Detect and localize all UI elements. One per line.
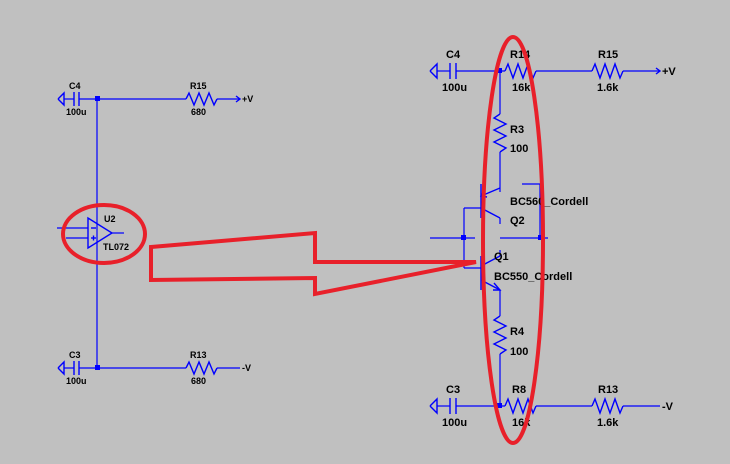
- left-c3-capacitor[interactable]: [57, 360, 80, 376]
- right-top-junction: [497, 68, 502, 73]
- opamp-highlight-ellipse: [61, 203, 147, 265]
- left-u2-label: U2: [104, 214, 116, 224]
- right-c3-label: C3: [446, 384, 460, 396]
- right-circuit: C4 100u R14 16k R15 1.6k +V R3 100 BC560…: [429, 49, 676, 429]
- left-r13-value: 680: [191, 376, 206, 386]
- discrete-stage-highlight-ellipse: [481, 35, 545, 445]
- left-bottom-junction: [95, 365, 100, 370]
- right-c4-capacitor[interactable]: [429, 62, 457, 80]
- right-q1-model: BC550_Cordell: [494, 271, 572, 283]
- right-q2-model: BC560_Cordell: [510, 196, 588, 208]
- right-c3-value: 100u: [442, 417, 467, 429]
- right-c4-value: 100u: [442, 82, 467, 94]
- left-c3-value: 100u: [66, 376, 87, 386]
- right-q2-label: Q2: [510, 215, 525, 227]
- left-r15-label: R15: [190, 81, 207, 91]
- left-c4-capacitor[interactable]: [57, 91, 80, 107]
- left-vplus-label: +V: [242, 94, 253, 104]
- right-vplus-arrow-icon: [655, 67, 662, 75]
- right-r3-value: 100: [510, 143, 528, 155]
- left-c3-label: C3: [69, 350, 81, 360]
- left-r13-label: R13: [190, 350, 207, 360]
- right-r15-label: R15: [598, 49, 618, 61]
- right-r4-value: 100: [510, 346, 528, 358]
- right-r13-resistor[interactable]: [591, 396, 624, 416]
- right-vminus-label: -V: [662, 401, 674, 413]
- right-r3-resistor[interactable]: [492, 113, 508, 153]
- left-r13-resistor[interactable]: [185, 360, 218, 376]
- left-vplus-arrow-icon: [235, 95, 242, 103]
- replacement-arrow: [149, 230, 477, 297]
- left-r15-resistor[interactable]: [185, 91, 218, 107]
- right-r15-resistor[interactable]: [591, 61, 624, 81]
- left-top-junction: [95, 96, 100, 101]
- right-r15-value: 1.6k: [597, 82, 619, 94]
- right-r13-value: 1.6k: [597, 417, 619, 429]
- right-c3-capacitor[interactable]: [429, 397, 457, 415]
- right-r8-resistor[interactable]: [504, 396, 537, 416]
- right-c4-label: C4: [446, 49, 461, 61]
- left-r15-value: 680: [191, 107, 206, 117]
- left-c4-label: C4: [69, 81, 81, 91]
- left-circuit: C4 100u R15 680 +V U2 TL072 C3 100u R13 …: [57, 81, 253, 386]
- right-r13-label: R13: [598, 384, 618, 396]
- right-vplus-label: +V: [662, 66, 676, 78]
- right-bottom-junction: [497, 403, 502, 408]
- right-r8-label: R8: [512, 384, 526, 396]
- right-q1-label: Q1: [494, 251, 509, 263]
- left-vminus-label: -V: [242, 363, 251, 373]
- right-r4-resistor[interactable]: [492, 315, 508, 355]
- left-c4-value: 100u: [66, 107, 87, 117]
- right-feedback-wire: [522, 183, 541, 238]
- right-r3-label: R3: [510, 124, 524, 136]
- right-r14-value: 16k: [512, 82, 531, 94]
- left-u2-value: TL072: [103, 242, 129, 252]
- right-r4-label: R4: [510, 326, 525, 338]
- left-u2-opamp[interactable]: [57, 216, 124, 250]
